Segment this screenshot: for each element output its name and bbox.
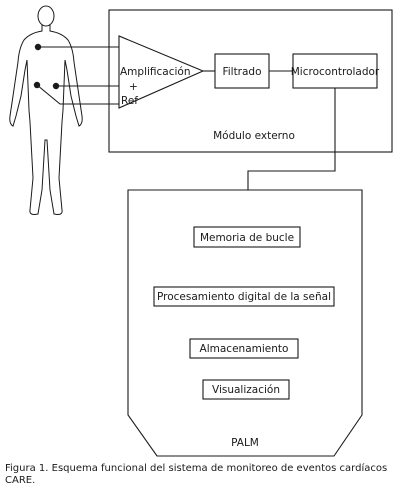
palm-device-outline	[127, 189, 363, 457]
wire-mcu-palm	[247, 88, 336, 190]
plus-label: +	[129, 81, 138, 93]
palm-label: PALM	[231, 437, 259, 449]
display-box	[202, 379, 290, 400]
amplification-label: Amplificación	[120, 66, 191, 78]
microcontroller-label: Microcontrolador	[291, 66, 380, 78]
ref-label: Ref	[121, 95, 138, 107]
dsp-label: Procesamiento digital de la señal	[157, 291, 331, 303]
storage-label: Almacenamiento	[200, 343, 289, 355]
dsp-box	[153, 286, 335, 307]
filter-box	[214, 53, 270, 89]
storage-box	[189, 338, 299, 359]
loop-memory-box	[193, 226, 301, 248]
external-module-label: Módulo externo	[213, 130, 295, 142]
figure-caption: Figura 1. Esquema funcional del sistema …	[5, 463, 388, 486]
human-body-icon	[9, 5, 83, 215]
wire-side-amp	[36, 84, 120, 105]
loop-memory-label: Memoria de bucle	[200, 232, 294, 244]
display-label: Visualización	[212, 384, 280, 396]
amplifier-triangle	[118, 35, 205, 109]
filter-label: Filtrado	[222, 66, 261, 78]
